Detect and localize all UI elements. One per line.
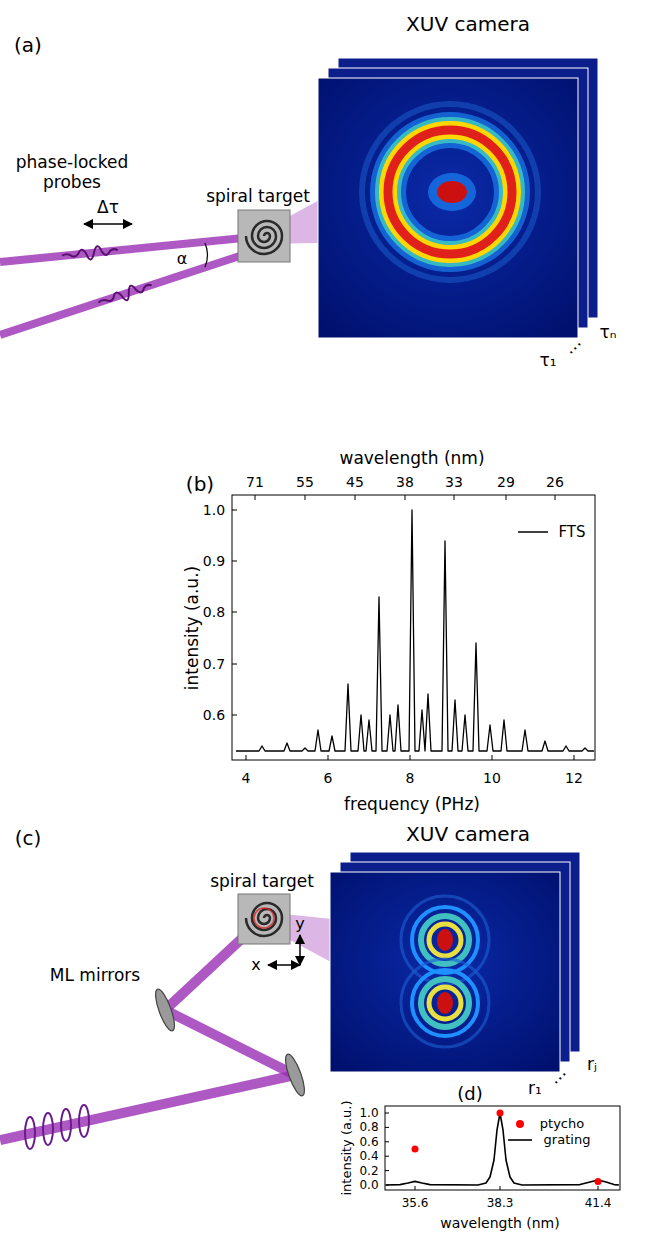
axis-title: intensity (a.u.) [339, 1100, 355, 1195]
axis-symbol: x [251, 955, 260, 974]
panel-letter: (a) [14, 33, 42, 57]
component-label: ML mirrors [50, 965, 140, 985]
fts-spectrum [236, 510, 594, 751]
delay-symbol: Δτ [97, 197, 119, 217]
tick-label: 0.8 [359, 1120, 378, 1134]
ellipsis: ⋯ [547, 1065, 573, 1091]
tick-label: 1.0 [359, 1106, 378, 1120]
legend-text: ptycho [540, 1116, 584, 1132]
position-index: r₁ [528, 1078, 542, 1098]
tick-label: 6 [324, 770, 333, 787]
probe-beams [0, 236, 264, 335]
tick-label: 38.3 [487, 1196, 514, 1210]
grating-axes [385, 1106, 620, 1190]
ml-mirrors [152, 987, 308, 1097]
delay-index: τₙ [599, 322, 616, 342]
tick-label: 8 [406, 770, 415, 787]
angle-symbol: α [177, 249, 188, 268]
tick-label: 71 [246, 474, 264, 491]
component-label: XUV camera [406, 12, 530, 36]
axis-title: frequency (PHz) [344, 794, 480, 814]
ptycho-points [412, 1110, 602, 1185]
component-label: spiral target [210, 871, 314, 891]
tick-label: 0.6 [359, 1135, 378, 1149]
legend-text: FTS [558, 523, 585, 541]
tick-label: 0.7 [203, 656, 225, 673]
spiral-target [238, 894, 290, 944]
position-index: rⱼ [587, 1054, 597, 1074]
axis-symbol: y [295, 914, 304, 933]
tick-label: 35.6 [402, 1196, 429, 1210]
axis-title: wavelength (nm) [339, 448, 484, 468]
component-label: XUV camera [406, 822, 530, 846]
helix-polarization [25, 1105, 89, 1149]
tick-label: 26 [546, 474, 564, 491]
component-label: spiral target [206, 186, 310, 206]
tick-label: 0.0 [359, 1178, 378, 1192]
tick-label: 0.6 [203, 707, 225, 724]
legend-line-sample [508, 1140, 532, 1141]
tick-label: 33 [445, 474, 463, 491]
ellipsis: ⋯ [562, 335, 588, 361]
tick-label: 0.9 [203, 553, 225, 570]
tick-label: 0.2 [359, 1163, 378, 1177]
tick-label: 10 [483, 770, 501, 787]
grating-spectrum [386, 1113, 619, 1185]
scan-axes [268, 935, 300, 965]
delay-arrow [84, 224, 132, 225]
legend-text: grating [544, 1132, 591, 1148]
component-label: phase-locked probes [5, 152, 140, 193]
panel-letter: (c) [15, 826, 42, 850]
tick-label: 4 [242, 770, 251, 787]
mirror-beams [0, 918, 295, 1140]
tick-label: 12 [565, 770, 583, 787]
camera-frames [330, 852, 580, 1072]
tick-label: 0.4 [359, 1149, 378, 1163]
camera-frames [318, 58, 598, 338]
panel-letter: (b) [186, 472, 214, 496]
tick-label: 41.4 [585, 1196, 612, 1210]
probe-pulses [62, 244, 154, 309]
tick-label: 38 [396, 474, 414, 491]
legend-line-sample [518, 532, 548, 533]
axis-title: wavelength (nm) [440, 1215, 559, 1232]
tick-label: 1.0 [203, 502, 225, 519]
spectrum-axes [232, 495, 595, 760]
legend-swatch [516, 1120, 524, 1128]
spiral-target [238, 210, 290, 262]
tick-label: 29 [497, 474, 515, 491]
axis-title: intensity (a.u.) [182, 566, 202, 690]
tick-label: 0.8 [203, 604, 225, 621]
angle-arc [205, 243, 208, 267]
tick-label: 45 [346, 474, 364, 491]
delay-index: τ₁ [539, 350, 556, 370]
panel-letter: (d) [457, 1083, 482, 1105]
tick-label: 55 [296, 474, 314, 491]
